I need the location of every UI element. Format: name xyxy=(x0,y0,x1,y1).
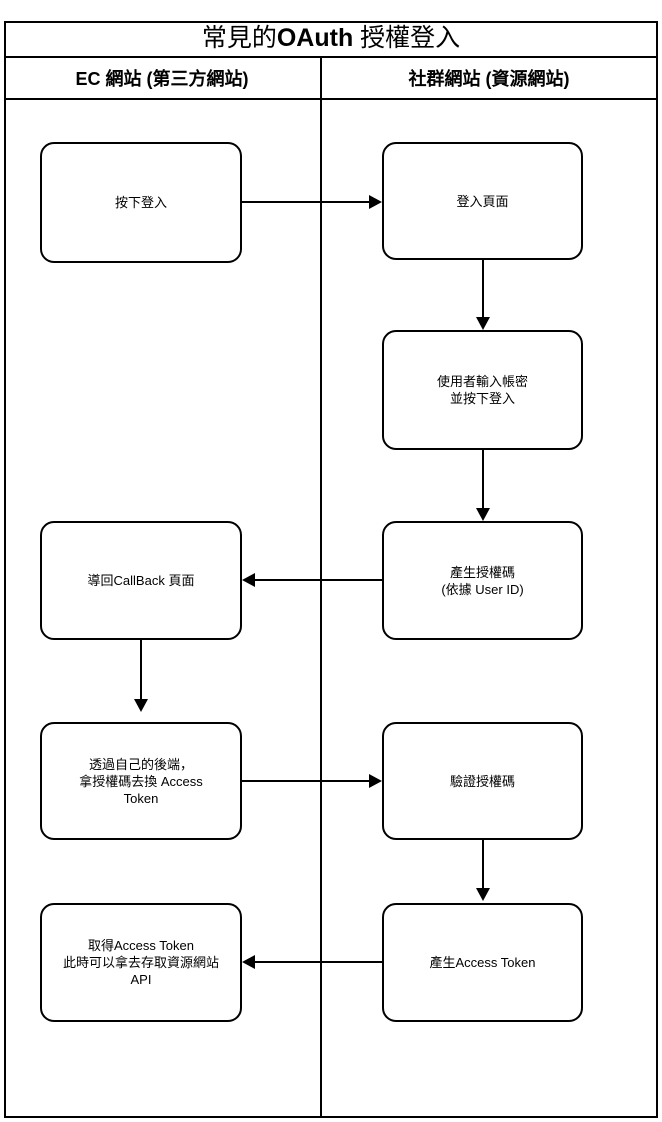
node-label: 驗證授權碼 xyxy=(449,773,515,789)
node-label: 透過自己的後端， 拿授權碼去換 Access Token xyxy=(79,756,203,806)
title-emphasis: OAuth xyxy=(276,24,354,52)
lane-header-social: 社群網站 (資源網站) xyxy=(408,69,570,89)
lane-header-row: EC 網站 (第三方網站) 社群網站 (資源網站) xyxy=(4,58,658,100)
node-generate-auth-code[interactable]: 產生授權碼 (依據 User ID) xyxy=(382,521,583,640)
arrowhead-down-icon xyxy=(476,508,490,521)
node-verify-auth-code[interactable]: 驗證授權碼 xyxy=(382,722,583,840)
arrowhead-left-icon xyxy=(242,573,255,587)
edge-user-input-to-generate-auth-code xyxy=(482,450,484,511)
node-got-token[interactable]: 取得Access Token 此時可以拿去存取資源網站 API xyxy=(40,903,242,1022)
edge-press-login-to-login-page xyxy=(242,201,372,203)
node-exchange-token[interactable]: 透過自己的後端， 拿授權碼去換 Access Token xyxy=(40,722,242,840)
edge-generate-token-to-got-token xyxy=(255,961,382,963)
arrowhead-down-icon xyxy=(134,699,148,712)
node-user-input-creds[interactable]: 使用者輸入帳密 並按下登入 xyxy=(382,330,583,450)
node-label: 按下登入 xyxy=(114,195,167,210)
node-press-login[interactable]: 按下登入 xyxy=(40,142,242,263)
arrowhead-down-icon xyxy=(476,888,490,901)
edge-generate-auth-code-to-callback xyxy=(255,579,382,581)
title-suffix: 授權登入 xyxy=(353,24,461,52)
diagram-title-row: 常見的OAuth 授權登入 xyxy=(4,21,658,58)
node-label: 產生授權碼 (依據 User ID) xyxy=(441,564,524,597)
page-title: 常見的OAuth 授權登入 xyxy=(202,26,460,51)
title-prefix: 常見的 xyxy=(201,24,277,52)
node-generate-token[interactable]: 產生Access Token xyxy=(382,903,583,1022)
arrowhead-down-icon xyxy=(476,317,490,330)
diagram-frame xyxy=(4,21,658,1118)
node-label: 產生Access Token xyxy=(429,955,536,970)
edge-callback-to-exchange-token xyxy=(140,640,142,702)
node-login-page[interactable]: 登入頁面 xyxy=(382,142,583,260)
edge-verify-to-generate-token xyxy=(482,840,484,890)
edge-exchange-token-to-verify xyxy=(242,780,372,782)
node-label: 使用者輸入帳密 並按下登入 xyxy=(436,374,528,406)
node-label: 導回CallBack 頁面 xyxy=(87,573,195,588)
node-label: 登入頁面 xyxy=(456,193,509,209)
lane-divider xyxy=(320,58,322,1118)
node-callback-page[interactable]: 導回CallBack 頁面 xyxy=(40,521,242,640)
lane-header-ec: EC 網站 (第三方網站) xyxy=(75,69,249,89)
arrowhead-right-icon xyxy=(369,774,382,788)
node-label: 取得Access Token 此時可以拿去存取資源網站 API xyxy=(62,938,219,987)
edge-login-page-to-user-input xyxy=(482,260,484,320)
arrowhead-right-icon xyxy=(369,195,382,209)
arrowhead-left-icon xyxy=(242,955,255,969)
